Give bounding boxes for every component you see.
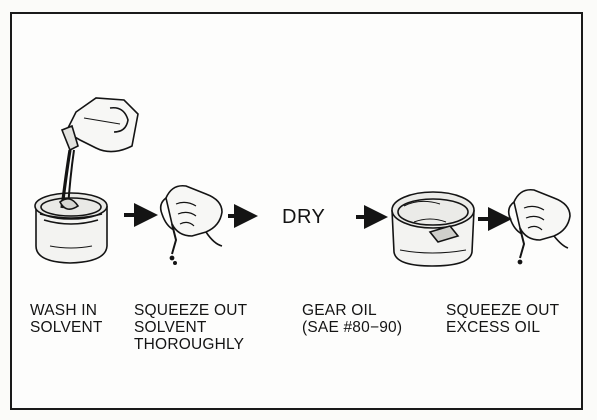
step-1-line-1: WASH IN: [30, 302, 103, 319]
step-5-line-1: SQUEEZE OUT: [446, 302, 559, 319]
step-5-label: SQUEEZE OUT EXCESS OIL: [446, 302, 559, 336]
bottle-icon: [62, 98, 138, 152]
step-4-line-1: GEAR OIL: [302, 302, 402, 319]
solvent-can-icon: [35, 150, 107, 263]
step-2-line-1: SQUEEZE OUT: [134, 302, 247, 319]
step-2-line-2: SOLVENT: [134, 319, 247, 336]
hand-squeeze-2-icon: [509, 190, 570, 264]
step-4-label: GEAR OIL (SAE #80−90): [302, 302, 402, 336]
step-1-label: WASH IN SOLVENT: [30, 302, 103, 336]
step-2-line-3: THOROUGHLY: [134, 336, 247, 353]
step-2-label: SQUEEZE OUT SOLVENT THOROUGHLY: [134, 302, 247, 353]
dry-step-label: DRY: [282, 206, 325, 229]
step-4-line-2: (SAE #80−90): [302, 319, 402, 336]
hand-squeeze-icon: [161, 186, 222, 264]
oil-pan-icon: [392, 192, 474, 266]
step-5-line-2: EXCESS OIL: [446, 319, 559, 336]
step-1-line-2: SOLVENT: [30, 319, 103, 336]
